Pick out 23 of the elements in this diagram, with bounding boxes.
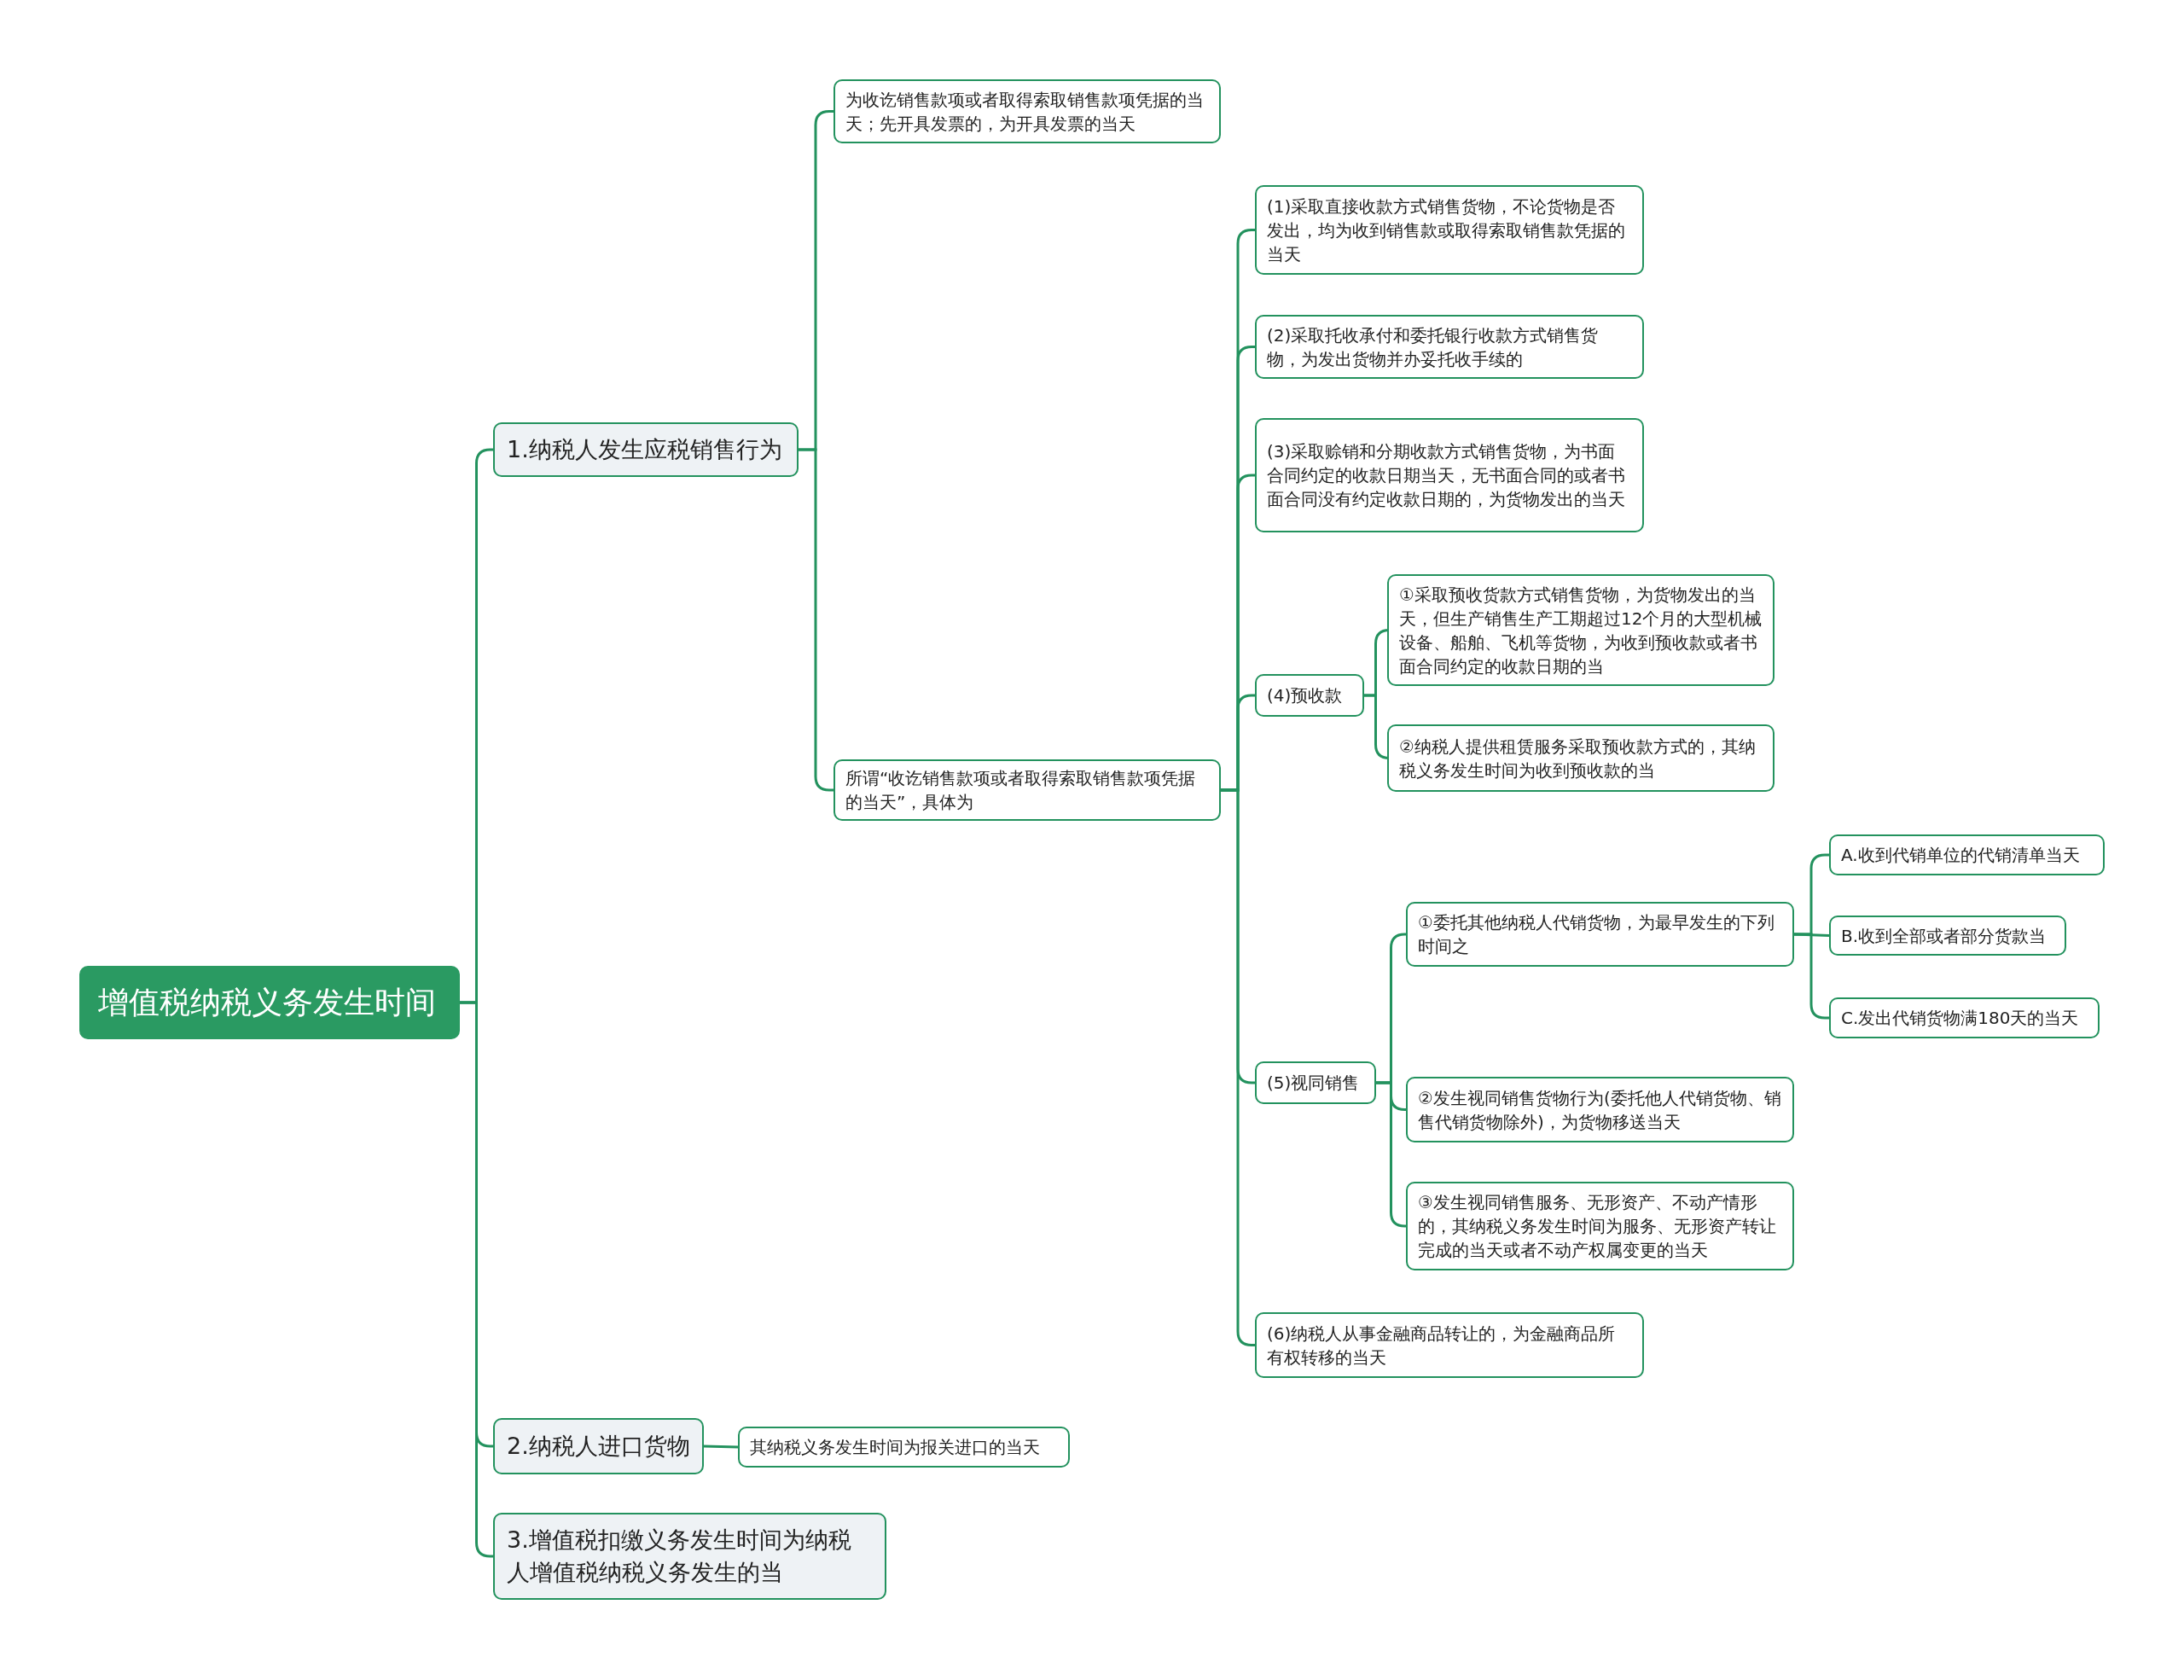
subtopic-box: B.收到全部或者部分货款当 (1829, 916, 2066, 956)
subtopic-box: ③发生视同销售服务、无形资产、不动产情形的，其纳税义务发生时间为服务、无形资产转让完成的当天或者不动产权属变更的当天 (1406, 1182, 1794, 1270)
root-topic-box: 增值税纳税义务发生时间 (79, 966, 460, 1039)
connector-line (703, 1445, 739, 1449)
subtopic-box: ②发生视同销售货物行为(委托他人代销货物、销售代销货物除外)，为货物移送当天 (1406, 1077, 1794, 1142)
subtopic-box: ①委托其他纳税人代销货物，为最早发生的下列时间之 (1406, 902, 1794, 967)
subtopic-box: (2)采取托收承付和委托银行收款方式销售货物，为发出货物并办妥托收手续的 (1255, 315, 1644, 379)
subtopic-box: ②纳税人提供租赁服务采取预收款方式的，其纳税义务发生时间为收到预收款的当 (1387, 724, 1774, 792)
subtopic-box: 所谓“收讫销售款项或者取得索取销售款项凭据的当天”，具体为 (834, 759, 1221, 821)
subtopic-box: (5)视同销售 (1255, 1061, 1376, 1104)
topic-box: 2.纳税人进口货物 (493, 1418, 704, 1474)
subtopic-box: (3)采取赊销和分期收款方式销售货物，为书面合同约定的收款日期当天，无书面合同的或者书面合同没有约定收款日期的，为货物发出的当天 (1255, 418, 1644, 532)
subtopic-box: C.发出代销货物满180天的当天 (1829, 997, 2100, 1038)
topic-box: 3.增值税扣缴义务发生时间为纳税人增值税纳税义务发生的当 (493, 1513, 886, 1600)
subtopic-box: (1)采取直接收款方式销售货物，不论货物是否发出，均为收到销售款或取得索取销售款凭据的当天 (1255, 185, 1644, 275)
subtopic-box: ①采取预收货款方式销售货物，为货物发出的当天，但生产销售生产工期超过12个月的大型机械设备、船舶、飞机等货物，为收到预收款或者书面合同约定的收款日期的当 (1387, 574, 1774, 686)
subtopic-box: (6)纳税人从事金融商品转让的，为金融商品所有权转移的当天 (1255, 1312, 1644, 1378)
topic-box: 1.纳税人发生应税销售行为 (493, 422, 799, 477)
subtopic-box: 为收讫销售款项或者取得索取销售款项凭据的当天；先开具发票的，为开具发票的当天 (834, 79, 1221, 143)
subtopic-box: (4)预收款 (1255, 674, 1364, 717)
subtopic-box: A.收到代销单位的代销清单当天 (1829, 834, 2105, 875)
connector-line (1794, 933, 1829, 1020)
subtopic-box: 其纳税义务发生时间为报关进口的当天 (738, 1427, 1070, 1468)
